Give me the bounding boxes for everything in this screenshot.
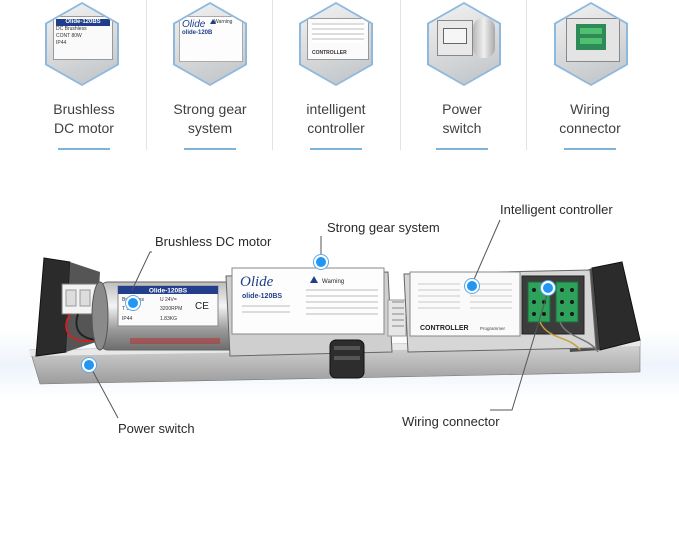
callout-line-motor (131, 251, 152, 291)
thumb-underline (58, 148, 110, 150)
callout-controller: Intelligent controller (500, 202, 613, 217)
separator (526, 0, 527, 150)
thumbnail-power-switch (427, 2, 501, 86)
thumb-label-power-switch: Power switch (442, 101, 482, 136)
controller-panel (409, 271, 521, 337)
thumbnail-motor: Olide-120BS DC Brushless CONT 80W IP44 (45, 2, 119, 86)
thumb-underline (310, 148, 362, 150)
warning-icon (310, 276, 318, 283)
controller-sub-text: Programmer (480, 326, 506, 331)
gear-brand-text: Olide (240, 274, 274, 290)
thumb-gear-warning: Warning (214, 19, 233, 25)
callout-dot-motor (126, 296, 140, 310)
motor-model-text: Olide-120BS (149, 288, 188, 295)
warning-text: Warning (322, 279, 344, 285)
warning-icon (210, 19, 216, 24)
thumb-motor-line2: CONT 80W (56, 33, 82, 39)
callout-dot-wiring (541, 281, 555, 295)
separator (146, 0, 147, 150)
thumb-controller-caption: CONTROLLER (312, 50, 347, 56)
callout-dot-controller (465, 279, 479, 293)
thumb-motor-model: Olide-120BS (56, 19, 110, 26)
callout-dot-switch (82, 358, 96, 372)
motor-row-text: IP44 (122, 316, 133, 322)
controller-title-text: CONTROLLER (420, 325, 469, 332)
callout-line-controller (471, 219, 501, 285)
thumbnail-controller: CONTROLLER (299, 2, 373, 86)
thumb-gear-model: olide-120B (182, 30, 213, 36)
callout-line-wiring (490, 287, 550, 411)
thumb-gear-brand: Olide (182, 19, 206, 30)
thumb-underline (184, 148, 236, 150)
callout-gear: Strong gear system (327, 220, 440, 235)
thumb-motor-line3: IP44 (56, 40, 67, 46)
callout-dot-gear (314, 255, 328, 269)
callout-switch: Power switch (118, 421, 195, 436)
right-bracket (591, 261, 641, 351)
thumb-label-wiring: Wiring connector (559, 101, 621, 136)
gear-model-text: olide-120BS (242, 293, 282, 300)
thumb-underline (564, 148, 616, 150)
thumb-label-gear: Strong gear system (173, 101, 247, 136)
callout-line-switch (89, 365, 119, 419)
thumb-label-motor: Brushless DC motor (53, 101, 115, 136)
thumb-motor-line1: DC Brushless (56, 26, 87, 32)
callout-wiring: Wiring connector (402, 414, 500, 429)
motor-row-text: 3200RPM (160, 306, 182, 312)
separator (400, 0, 401, 150)
gearbox-label (231, 267, 385, 335)
callout-motor: Brushless DC motor (155, 234, 272, 249)
motor-row-text: U 24V= (160, 297, 177, 303)
thumb-underline (436, 148, 488, 150)
thumb-label-controller: intelligent controller (306, 101, 366, 136)
motor-row-text: 1.83KG (160, 316, 177, 322)
separator (272, 0, 273, 150)
ce-mark: CE (195, 301, 209, 312)
